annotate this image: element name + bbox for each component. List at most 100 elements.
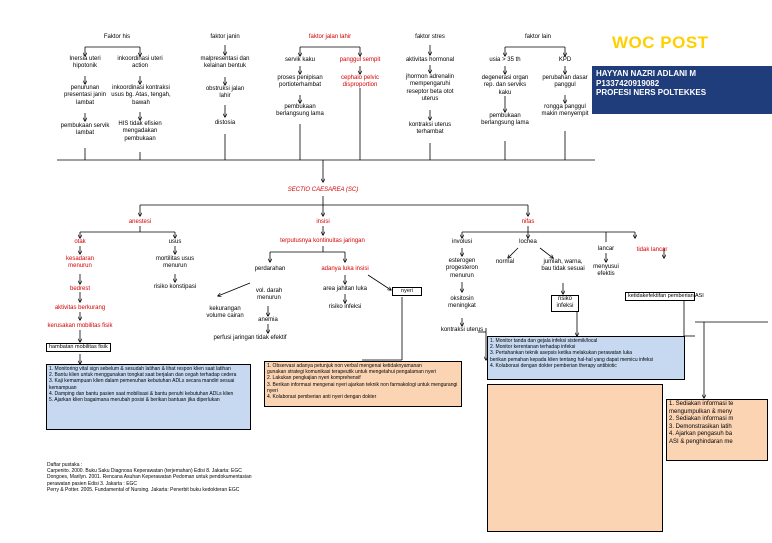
intervention-nyeri-1: 1. Observasi adanya petunjuk non verbal … <box>267 363 422 369</box>
normal-node: normal <box>495 259 515 265</box>
factor-lain-label: faktor lain <box>524 34 551 40</box>
kesadaran-node: kesadaran menurun <box>65 256 95 270</box>
intervention-mobilitas-2: 2. Bantu klien untuk menggunakan tongkat… <box>49 372 237 379</box>
intervention-asi-6: ASI & penghindaran me <box>669 438 733 445</box>
lain-node-5: perubahan dasar panggul <box>542 75 588 89</box>
konstipasi-node: risiko konstipasi <box>153 284 197 290</box>
nifas-label: nifas <box>521 219 535 225</box>
intervention-nyeri-3: 2. Lakukan pengkajian nyeri komprehensif <box>267 375 361 382</box>
references: Daftar pustaka : Carpenito. 2000. Buku S… <box>47 462 315 493</box>
intervention-asi-2: mengumpulkan & meny <box>669 408 733 415</box>
anestesi-label: anestesi <box>128 219 152 225</box>
factor-stres-label: faktor stres <box>415 34 445 40</box>
lain-node-4: KPD <box>558 57 572 63</box>
stres-node-2: jhormon adrenalin mempengaruhi reseptor … <box>405 74 455 103</box>
menyusui-node: menyusui efektis <box>593 264 619 278</box>
terputusnya-node: terputusnya kontinuitas jaringan <box>280 238 365 244</box>
jalan-lahir-node-1: servik kaku <box>284 57 315 63</box>
intervention-nyeri: 1. Observasi adanya petunjuk non verbal … <box>264 361 462 407</box>
reference-1: Carpenito. 2000. Buku Saku Diagnosa Kepe… <box>47 468 242 475</box>
usus-node: usus <box>168 239 182 245</box>
diagnosis-asi: ketidakefektifan pemberian ASI <box>625 292 704 301</box>
intervention-nyeri-2: gunakan strategi komunikasi terapeutik u… <box>267 369 436 376</box>
his-node-3: pembukaan servik lambat <box>60 123 110 137</box>
otak-node: otak <box>74 239 86 245</box>
intervention-nyeri-5: 4. Kolaborasi pemberian anti nyeri denga… <box>267 394 377 401</box>
intervention-infeksi-2: 2. Monitor kerentanan terhadap infeksi <box>490 344 576 351</box>
intervention-infeksi-1: 1. Monitor tanda dan gejala infeksi sist… <box>490 338 598 344</box>
vol-darah-node: vol. darah menurun <box>255 288 283 302</box>
aktivitas-node: aktivitas berkurang <box>54 305 106 311</box>
factor-janin-label: faktor janin <box>210 34 240 40</box>
intervention-mobilitas-5: 5. Ajarkan klien bagaimana merubah posis… <box>49 397 220 404</box>
lochea-node: lochea <box>519 239 537 245</box>
lain-node-2: degenerasi organ rep. dan serviks kaku <box>481 75 529 96</box>
esterogen-node: esterogen progesteron menurun <box>445 258 479 279</box>
tidak-lancar-node: tidak lancar <box>636 247 668 253</box>
intervention-asi-3: 2. Sediakan informasi m <box>669 416 734 423</box>
janin-node-2: obstruksi jalan lahir <box>205 86 245 100</box>
intervention-infeksi-5: 4. Kolaborasi dengan dokter pemberian th… <box>490 362 617 369</box>
kontraksi-uterus-node: kontraksi uterus <box>440 327 484 333</box>
lain-node-3: pembukaan berlangsung lama <box>481 113 529 127</box>
intervention-infeksi: 1. Monitor tanda dan gejala infeksi sist… <box>487 336 685 380</box>
sectio-caesarea-node: SECTIO CAESAREA (SC) <box>287 187 359 193</box>
student-name: HAYYAN NAZRI ADLANI M <box>596 69 697 78</box>
janin-node-3: distosia <box>214 120 236 126</box>
stres-node-1: aktivitas hormonal <box>405 57 455 63</box>
intervention-asi-4: 3. Demonstrasikan latih <box>669 423 732 430</box>
luka-insisi-node: adanya luka insisi <box>321 266 369 272</box>
reference-4: Perry & Potter. 2005. Fundamental of Nur… <box>47 486 240 493</box>
lain-node-1: usia > 35 th <box>489 57 521 63</box>
factor-jalan-lahir-label: faktor jalan lahir <box>308 34 352 40</box>
kerusakan-mobilitas-node: kerusakan mobilitas fisik <box>47 323 113 329</box>
anemia-node: anemia <box>258 317 278 323</box>
risiko-infeksi-insisi-node: risiko infeksi <box>328 304 362 310</box>
intervention-mobilitas-1: 1. Monitoring vital sign sebelum & sesud… <box>49 366 231 372</box>
diagnosis-hambatan-mobilitas: hambatan mobilitas fisik <box>46 343 111 352</box>
jalan-lahir-node-3: pembukaan berlangsung lama <box>276 104 324 118</box>
intervention-nyeri-4: 3. Berikan informasi mengenai nyeri ajar… <box>267 381 458 394</box>
risiko-infeksi-nifas-node: risiko infeksi <box>551 295 579 312</box>
intervention-asi: 1. Sediakan informasi te mengumpulkan & … <box>666 399 768 461</box>
intervention-mobilitas-3: 3. Kaji kemampuan klien dalam pemenuhan … <box>49 378 235 391</box>
involusi-node: involusi <box>451 239 472 245</box>
oksitosin-node: oksitosin meningkat <box>448 296 476 310</box>
jalan-lahir-node-5: cephalo pelvic disproportion <box>340 75 380 89</box>
his-node-1: Inersia uteri hipotonik <box>69 56 101 70</box>
perdarahan-node: perdarahan <box>254 266 286 272</box>
diagnosis-nyeri: nyeri <box>392 287 422 296</box>
insisi-label: insisi <box>316 219 330 225</box>
references-heading: Daftar pustaka : <box>47 462 83 468</box>
bedrest-node: bedrest <box>69 286 90 292</box>
student-id-box: HAYYAN NAZRI ADLANI M P1337420919082 PRO… <box>592 66 772 114</box>
lain-node-6: rongga panggul makin menyempit <box>541 104 589 118</box>
intervention-infeksi-4: berikan pemahan kepada klien tentang hal… <box>490 356 654 363</box>
lancar-node: lancar <box>597 246 615 252</box>
factor-his-label: Faktor his <box>103 34 131 40</box>
kekurangan-volume-node: kekurangan volume cairan <box>206 306 244 320</box>
area-jahitan-node: area jahitan luka <box>322 286 368 292</box>
jalan-lahir-node-4: panggul sempit <box>339 57 381 63</box>
stres-node-3: kontraksi uterus terhambat <box>408 122 452 136</box>
intervention-infeksi-3: 3. Pertahankan teknik asepsis ketika mel… <box>490 350 633 357</box>
janin-node-1: malpresentasi dan kelainan bentuk <box>200 56 250 70</box>
his-node-2: penurunan presentasi janin lambat <box>63 85 107 106</box>
student-institution: PROFESI NERS POLTEKKES <box>596 88 707 97</box>
intervention-mobilitas-4: 4. Damping dan bantu pasien saat mobilis… <box>49 390 234 397</box>
his-node-6: HIS tidak efisien mengadakan pembukaan <box>118 121 162 142</box>
page-title: WOC POST <box>612 33 709 52</box>
reference-2: Dongoes, Marilyn. 2001. Rencana Asuhan K… <box>47 474 252 481</box>
reference-3: perawatan pasien Edisi 3. Jakarta : EGC <box>47 480 138 487</box>
student-nim: P1337420919082 <box>596 78 660 88</box>
intervention-mobilitas: 1. Monitoring vital sign sebelum & sesud… <box>46 364 251 430</box>
orange-panel-blank <box>487 384 663 532</box>
jumlah-warna-node: jumlah, warna, bau tidak sesuai <box>541 259 585 273</box>
intervention-asi-1: 1. Sediakan informasi te <box>669 401 734 407</box>
jalan-lahir-node-2: proses penipisan portioterhambat <box>277 75 323 89</box>
his-node-4: inkoordinasi uteri action <box>117 56 163 70</box>
mortilitas-node: mortilitas usus menurun <box>155 256 195 270</box>
perfusi-node: perfusi jaringan tidak efektif <box>213 335 287 341</box>
